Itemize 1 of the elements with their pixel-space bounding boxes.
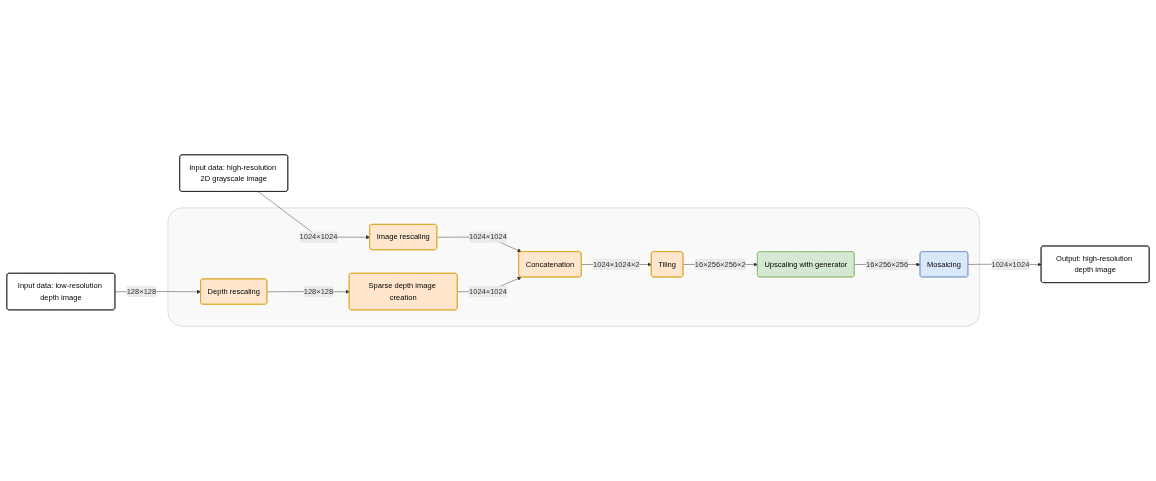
cluster <box>167 207 980 327</box>
